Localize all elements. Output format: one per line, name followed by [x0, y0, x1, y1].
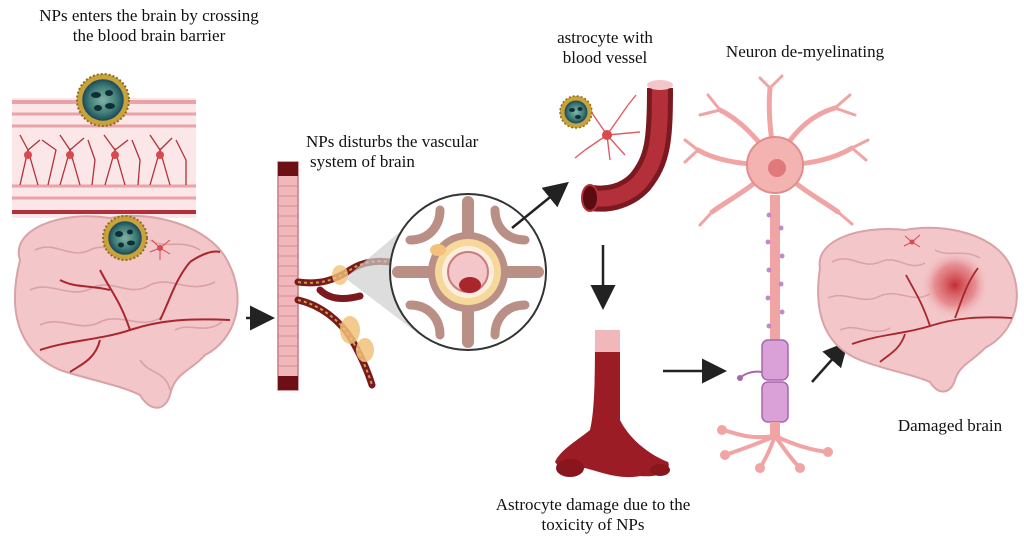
label-np-enters-brain: NPs enters the brain by crossing the blo…: [0, 6, 298, 46]
label-damaged-brain: Damaged brain: [880, 416, 1020, 436]
brain-icon: [817, 226, 1018, 393]
nanoparticle-icon: [76, 73, 130, 127]
label-astro-damage-line2: toxicity of NPs: [541, 515, 645, 534]
label-astro-vessel-line2: blood vessel: [562, 48, 648, 67]
arrow-to-astrocyte-vessel: [511, 181, 569, 229]
label-np-disturbs-line1: NPs disturbs the vascular: [306, 132, 479, 151]
label-neuron-demyel-text: Neuron de-myelinating: [725, 42, 885, 61]
label-astro-damage-line1: Astrocyte damage due to the: [495, 495, 691, 514]
astrocyte-icon: [389, 193, 547, 351]
label-np-disturbs-line2: system of brain: [310, 152, 415, 171]
brain-icon: [14, 214, 239, 409]
astrocyte-icon: [574, 94, 641, 161]
blood-vessel-icon: [581, 80, 673, 212]
nanoparticle-icon: [102, 215, 148, 261]
label-astrocyte-with-vessel: astrocyte with blood vessel: [530, 28, 680, 68]
neuron-icon: [683, 74, 870, 473]
damaged-vessel-icon: [555, 330, 670, 478]
blood-vessel-icon: [277, 161, 394, 391]
label-neuron-demyelinating: Neuron de-myelinating: [690, 42, 920, 62]
arrow-to-damaged-brain: [811, 341, 849, 383]
label-damaged-brain-text: Damaged brain: [897, 416, 1003, 435]
label-np-enters-line2: the blood brain barrier: [72, 26, 226, 45]
label-np-disturbs-vascular: NPs disturbs the vascular system of brai…: [306, 132, 526, 172]
nanoparticle-icon: [559, 95, 593, 129]
label-astro-vessel-line1: astrocyte with: [557, 28, 653, 47]
label-astrocyte-damage: Astrocyte damage due to the toxicity of …: [458, 495, 728, 535]
label-np-enters-line1: NPs enters the brain by crossing: [39, 6, 259, 25]
